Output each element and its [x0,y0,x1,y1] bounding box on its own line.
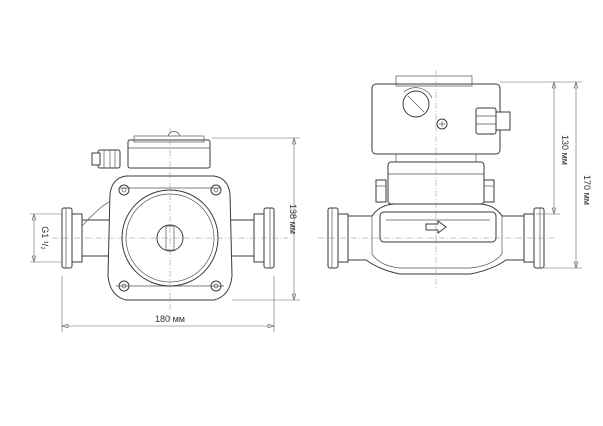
side-view [318,70,554,290]
front-cable-gland [91,149,121,169]
side-cable-gland [475,107,511,135]
body-height-dimension-label: 130 мм [560,135,570,165]
height-dimension-label: 138 мм [288,204,298,234]
side-dimensions: 130 мм 170 мм [500,81,592,269]
width-dimension-label: 180 мм [155,314,185,324]
speed-switch-knob [402,90,430,118]
total-height-dimension-label: 170 мм [582,175,592,205]
front-dimensions: 180 мм 138 мм G1 ¹/₂ [30,137,300,332]
flow-arrow-icon [425,220,447,234]
front-terminal-box [127,131,211,169]
side-bolts [375,179,495,203]
front-view [52,128,288,322]
cover-screw-icon [436,118,448,130]
thread-dimension-label: G1 ¹/₂ [40,226,50,250]
side-pump-body [348,203,524,275]
